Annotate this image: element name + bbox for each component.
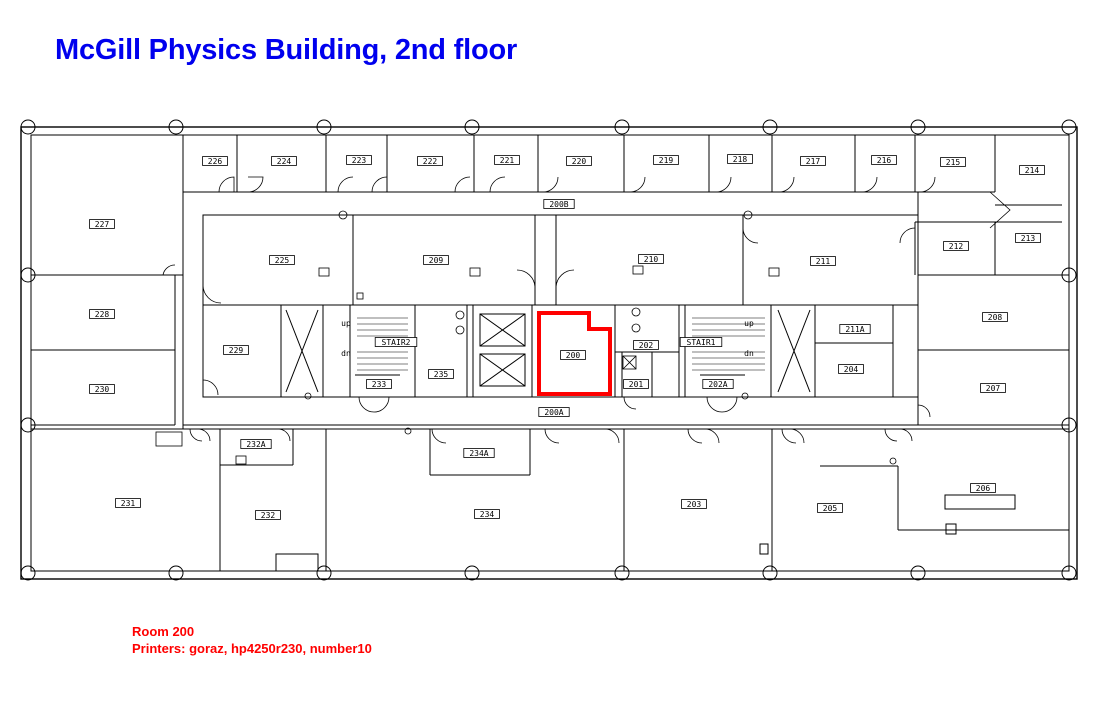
room-label-box-219 xyxy=(653,155,679,165)
room-label-225: 225 xyxy=(275,256,290,265)
room-label-221: 221 xyxy=(500,156,515,165)
stair-mark-up: up xyxy=(744,319,754,328)
stair-mark-down: dn xyxy=(744,349,754,358)
room-label-box-228 xyxy=(89,309,115,319)
room-label-224: 224 xyxy=(277,157,292,166)
room-label-box-210 xyxy=(638,254,664,264)
room-label-box-218 xyxy=(727,154,753,164)
room-label-200: 200 xyxy=(566,351,581,360)
page-title: McGill Physics Building, 2nd floor xyxy=(55,34,518,66)
room-label-box-211A xyxy=(839,324,871,334)
room-label-228: 228 xyxy=(95,310,110,319)
room-label-box-213 xyxy=(1015,233,1041,243)
room-label-233: 233 xyxy=(372,380,387,389)
room-label-box-227 xyxy=(89,219,115,229)
room-label-box-200 xyxy=(560,350,586,360)
columns xyxy=(20,119,1077,581)
room-label-box-217 xyxy=(800,156,826,166)
room-label-box-207 xyxy=(980,383,1006,393)
room-label-231: 231 xyxy=(121,499,136,508)
room-label-box-232 xyxy=(255,510,281,520)
room-label-207: 207 xyxy=(986,384,1001,393)
room-label-box-225 xyxy=(269,255,295,265)
room-label-230: 230 xyxy=(95,385,110,394)
room-label-box-223 xyxy=(346,155,372,165)
room-label-box-222 xyxy=(417,156,443,166)
room-label-211: 211 xyxy=(816,257,831,266)
room-label-216: 216 xyxy=(877,156,892,165)
room-label-217: 217 xyxy=(806,157,821,166)
room-label-box-220 xyxy=(566,156,592,166)
room-label-200B: 200B xyxy=(549,200,568,209)
room-label-box-235 xyxy=(428,369,454,379)
room-label-box-211 xyxy=(810,256,836,266)
room-label-232: 232 xyxy=(261,511,276,520)
room-label-206: 206 xyxy=(976,484,991,493)
room-label-235: 235 xyxy=(434,370,449,379)
room-label-234A: 234A xyxy=(469,449,488,458)
room-200-highlight xyxy=(537,311,612,396)
room-label-box-208 xyxy=(982,312,1008,322)
room-label-222: 222 xyxy=(423,157,438,166)
room-label-box-203 xyxy=(681,499,707,509)
room-label-STAIR1: STAIR1 xyxy=(687,338,716,347)
room-label-204: 204 xyxy=(844,365,859,374)
room-label-box-234A xyxy=(463,448,495,458)
room-label-box-234 xyxy=(474,509,500,519)
room-label-box-201 xyxy=(623,379,649,389)
room-label-box-232A xyxy=(240,439,272,449)
printers-caption: Printers: goraz, hp4250r230, number10 xyxy=(132,641,372,656)
room-label-200A: 200A xyxy=(544,408,563,417)
room-label-214: 214 xyxy=(1025,166,1040,175)
room-label-box-202 xyxy=(633,340,659,350)
room-label-213: 213 xyxy=(1021,234,1036,243)
room-label-227: 227 xyxy=(95,220,110,229)
room-label-212: 212 xyxy=(949,242,964,251)
room-label-218: 218 xyxy=(733,155,748,164)
room-label-219: 219 xyxy=(659,156,674,165)
room-caption: Room 200 xyxy=(132,624,195,639)
room-label-209: 209 xyxy=(429,256,444,265)
room-label-229: 229 xyxy=(229,346,244,355)
room-label-box-224 xyxy=(271,156,297,166)
room-label-box-200A xyxy=(538,407,570,417)
room-label-box-216 xyxy=(871,155,897,165)
room-label-202: 202 xyxy=(639,341,654,350)
room-label-STAIR2: STAIR2 xyxy=(382,338,411,347)
room-label-205: 205 xyxy=(823,504,838,513)
room-label-226: 226 xyxy=(208,157,223,166)
room-label-202A: 202A xyxy=(708,380,727,389)
room-label-203: 203 xyxy=(687,500,702,509)
room-label-223: 223 xyxy=(352,156,367,165)
room-label-box-214 xyxy=(1019,165,1045,175)
room-label-box-221 xyxy=(494,155,520,165)
room-label-box-202A xyxy=(702,379,734,389)
room-label-box-204 xyxy=(838,364,864,374)
room-label-210: 210 xyxy=(644,255,659,264)
stair-mark-down: dn xyxy=(341,349,351,358)
room-label-box-STAIR2 xyxy=(374,337,418,347)
room-label-box-233 xyxy=(366,379,392,389)
room-label-215: 215 xyxy=(946,158,961,167)
room-label-232A: 232A xyxy=(246,440,265,449)
room-label-box-212 xyxy=(943,241,969,251)
room-label-box-200B xyxy=(543,199,575,209)
room-label-box-STAIR1 xyxy=(679,337,723,347)
room-label-211A: 211A xyxy=(845,325,864,334)
room-label-201: 201 xyxy=(629,380,644,389)
room-label-box-215 xyxy=(940,157,966,167)
room-label-box-226 xyxy=(202,156,228,166)
room-labels: 226 224 223 222 221 220 219 218 217 216 215 214 227 2… xyxy=(89,154,1045,520)
room-label-208: 208 xyxy=(988,313,1003,322)
room-label-box-205 xyxy=(817,503,843,513)
room-label-box-206 xyxy=(970,483,996,493)
room-label-box-230 xyxy=(89,384,115,394)
room-label-220: 220 xyxy=(572,157,587,166)
room-label-box-231 xyxy=(115,498,141,508)
room-label-box-229 xyxy=(223,345,249,355)
room-label-box-209 xyxy=(423,255,449,265)
stair-mark-up: up xyxy=(341,319,351,328)
room-label-234: 234 xyxy=(480,510,495,519)
